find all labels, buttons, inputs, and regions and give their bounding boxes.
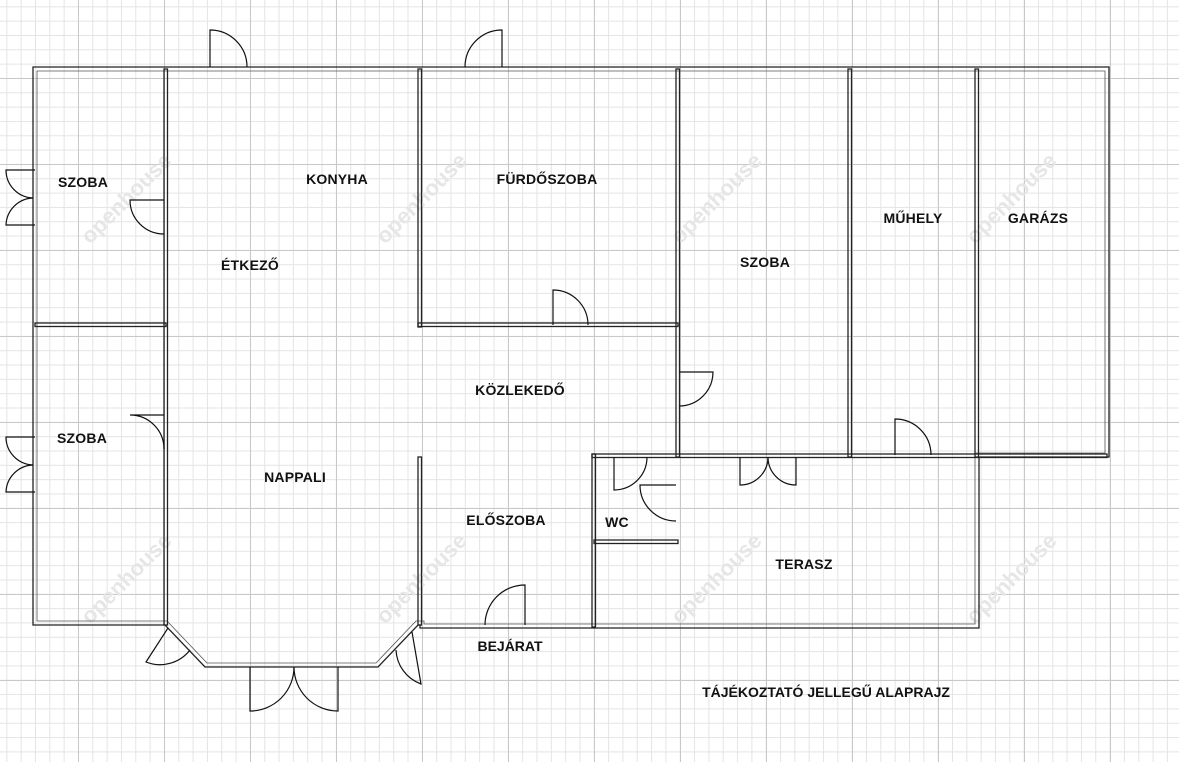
room-label-eloszoba: ELŐSZOBA [466, 512, 546, 528]
room-label-nappali: NAPPALI [264, 469, 326, 485]
entrance-label: BEJÁRAT [477, 638, 543, 654]
room-label-szoba-middle: SZOBA [740, 254, 790, 270]
room-label-kozlekedo: KÖZLEKEDŐ [475, 382, 565, 398]
door-icon [5, 197, 35, 226]
watermark-text: openhouse [666, 148, 767, 249]
room-label-szoba-bottom-left: SZOBA [57, 430, 107, 446]
room-label-konyha: KONYHA [306, 171, 368, 187]
door-icon [145, 627, 191, 666]
door-icon [249, 666, 295, 712]
door-icon [552, 289, 589, 326]
door-icon [484, 584, 526, 626]
door-icon [678, 371, 714, 407]
watermark-text: openhouse [76, 528, 177, 629]
interior-walls [34, 68, 1108, 628]
room-label-szoba-top-left: SZOBA [58, 174, 108, 190]
door-icon [464, 29, 503, 68]
exterior-walls [32, 66, 1110, 668]
watermark-text: openhouse [666, 528, 767, 629]
door-icon [395, 631, 422, 685]
disclaimer-note: TÁJÉKOZTATÓ JELLEGŰ ALAPRAJZ [702, 684, 950, 700]
door-icon [639, 484, 677, 522]
door-icon [129, 414, 165, 450]
room-label-etkezo: ÉTKEZŐ [221, 257, 279, 273]
door-icon [5, 169, 35, 199]
room-label-terasz: TERASZ [775, 556, 833, 572]
door-icon [209, 29, 248, 68]
doors [5, 29, 932, 712]
door-icon [129, 199, 165, 235]
door-icon [5, 464, 35, 493]
room-label-wc: WC [605, 514, 629, 530]
watermark-text: openhouse [961, 528, 1062, 629]
door-icon [5, 436, 35, 466]
door-icon [613, 456, 648, 491]
room-label-garazs: GARÁZS [1007, 210, 1069, 226]
door-icon [739, 456, 769, 486]
door-icon [767, 456, 797, 486]
door-icon [894, 418, 932, 456]
room-label-furdoszoba: FÜRDŐSZOBA [496, 171, 598, 187]
door-icon [293, 666, 339, 712]
watermark-text: openhouse [961, 148, 1062, 249]
room-label-muhely: MŰHELY [883, 210, 943, 226]
